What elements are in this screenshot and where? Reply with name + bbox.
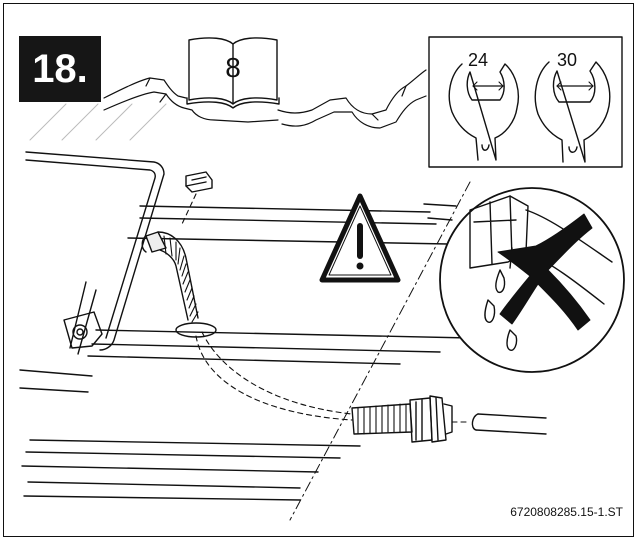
leaking-fitting-prohibited-icon — [439, 187, 625, 373]
hose-clip — [185, 171, 213, 193]
boiler-housing — [19, 151, 165, 393]
document-code: 6720808285.15-1.ST — [510, 505, 623, 519]
mounting-rails — [21, 203, 471, 501]
open-end-wrench-icon — [534, 61, 611, 163]
wrench-size-small-label: 24 — [468, 50, 489, 70]
alignment-guides — [181, 193, 467, 423]
center-line — [289, 181, 471, 521]
wrench-size-large-label: 30 — [557, 50, 578, 70]
manual-book-icon — [186, 37, 280, 109]
background-hatching — [29, 103, 167, 141]
wrench-inset — [428, 36, 623, 168]
open-end-wrench-icon — [448, 63, 520, 161]
drain-pipe — [471, 413, 547, 435]
rear-rail — [103, 69, 427, 129]
warning-triangle-icon — [319, 193, 401, 283]
rail-bracket — [63, 311, 103, 349]
step-number-badge: 18. — [19, 36, 101, 102]
corrugated-condensate-hose — [141, 231, 217, 338]
manual-page-reference: 8 — [225, 52, 241, 83]
hose-connector — [351, 395, 453, 443]
diagram-frame — [3, 3, 634, 537]
